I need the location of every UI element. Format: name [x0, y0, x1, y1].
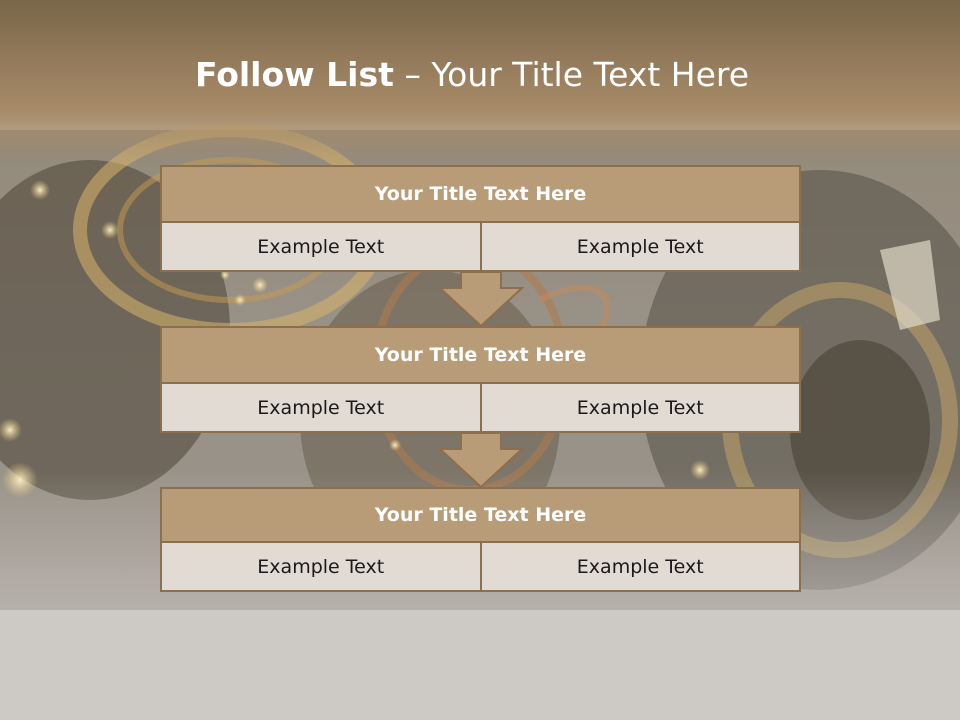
block-cell-right: Example Text	[481, 223, 801, 272]
block-title: Your Title Text Here	[160, 326, 801, 384]
block-cell-right: Example Text	[481, 543, 801, 592]
block-cell-left: Example Text	[160, 543, 482, 592]
header-band	[0, 0, 960, 160]
block-cell-left: Example Text	[160, 384, 482, 433]
list-block-3: Your Title Text Here Example Text Exampl…	[160, 487, 801, 592]
list-block-1: Your Title Text Here Example Text Exampl…	[160, 165, 801, 272]
block-title: Your Title Text Here	[160, 487, 801, 543]
title-rest: – Your Title Text Here	[393, 55, 750, 94]
block-cell-right: Example Text	[481, 384, 801, 433]
block-row: Example Text Example Text	[160, 543, 801, 592]
title-bold: Follow List	[194, 55, 394, 94]
down-arrow-icon	[438, 272, 524, 328]
slide-title: Follow List – Your Title Text Here	[0, 55, 944, 94]
block-title: Your Title Text Here	[160, 165, 801, 223]
block-row: Example Text Example Text	[160, 223, 801, 272]
block-row: Example Text Example Text	[160, 384, 801, 433]
block-cell-left: Example Text	[160, 223, 482, 272]
list-block-2: Your Title Text Here Example Text Exampl…	[160, 326, 801, 433]
down-arrow-icon	[438, 433, 524, 489]
